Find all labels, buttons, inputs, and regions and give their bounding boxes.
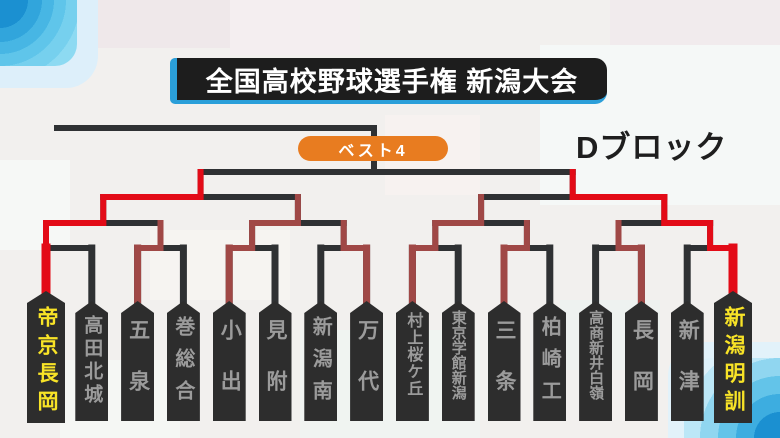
team-banner: 万代 [350,301,384,421]
bracket-line [728,243,738,315]
bracket-line [569,169,576,200]
round-badge: ベスト4 [298,136,448,161]
bracket-line [592,244,600,314]
bracket-line [569,194,668,200]
bracket-line [54,125,377,131]
bracket-line [707,245,736,251]
team-name: 帝京長岡 [35,306,58,418]
bracket-line [294,194,301,226]
team-banner: 三条 [487,301,521,421]
bracket-line [43,245,95,251]
bracket-line [179,244,187,314]
bracket-line [88,244,96,314]
team-name: 新潟南 [309,316,332,412]
bracket-line [454,244,462,314]
bracket-line [271,244,279,314]
bracket-line [432,220,485,226]
corner-decoration-top-left [0,0,77,66]
block-label: Dブロック [576,130,728,165]
bracket-line [661,220,714,226]
team-banner: 見附 [258,301,292,421]
team-name: 小出 [218,319,242,421]
bracket-line [523,220,530,251]
round-badge-label: ベスト4 [338,142,408,160]
bracket-line [100,194,107,226]
bracket-line [100,194,204,200]
bracket-line [43,220,49,251]
team-name: 新津 [676,319,700,421]
title-bar: 全国高校野球選手権 新潟大会 [170,58,607,104]
team-name: 三条 [493,319,516,421]
team-name: 五泉 [126,319,150,421]
bracket-line [134,245,164,251]
team-banner: 新津 [670,301,704,421]
bracket-line [637,244,645,314]
team-banner: 高商新井白嶺 [579,301,613,421]
bracket-line [157,220,164,251]
bracket-line [363,244,371,314]
bracket-line [340,220,347,251]
team-name: 東京学館新潟 [449,310,467,400]
bracket-line [408,244,416,314]
bracket-line [249,220,256,251]
team-banner: 新潟明訓 [714,291,752,423]
bracket-line [500,244,508,314]
team-banner: 帝京長岡 [27,291,65,423]
bracket-line [683,244,691,314]
team-banner: 長岡 [624,301,658,421]
team-banner: 柏崎工 [533,301,567,421]
team-banner: 小出 [212,301,246,421]
bracket-line [615,220,622,251]
team-banner: 村上桜ケ丘 [395,301,429,421]
team-name: 高田北城 [81,315,103,407]
team-name: 村上桜ケ丘 [404,312,422,397]
team-name: 長岡 [630,319,654,421]
team-name: 新潟明訓 [722,306,745,418]
bracket-line [41,243,51,315]
bracket-line [134,244,142,314]
team-name: 柏崎工 [538,316,561,412]
bracket-line [43,220,107,226]
bracket-line [546,244,554,314]
team-banner: 東京学館新潟 [441,301,475,421]
team-banner: 高田北城 [75,301,109,421]
team-banner: 新潟南 [304,301,338,421]
bracket-line [197,169,576,175]
bracket-line [225,244,233,314]
page-title: 全国高校野球選手権 新潟大会 [205,66,579,97]
bracket-line [432,220,439,251]
team-name: 万代 [355,319,379,421]
bracket-line [501,245,530,251]
team-name: 高商新井白嶺 [587,310,605,400]
team-banner: 巻総合 [166,301,200,421]
bracket-line [615,245,645,251]
bracket-line [409,245,439,251]
bracket-line [317,244,325,314]
bracket-line [197,169,204,200]
team-banner: 五泉 [121,301,155,421]
bracket-line [226,245,256,251]
bracket-line [249,220,301,226]
bracket-line [340,245,370,251]
team-name: 巻総合 [171,316,194,412]
team-name: 見附 [264,319,287,421]
bracket-line [707,220,714,251]
bracket-line [661,194,668,226]
bracket-line [478,194,485,226]
